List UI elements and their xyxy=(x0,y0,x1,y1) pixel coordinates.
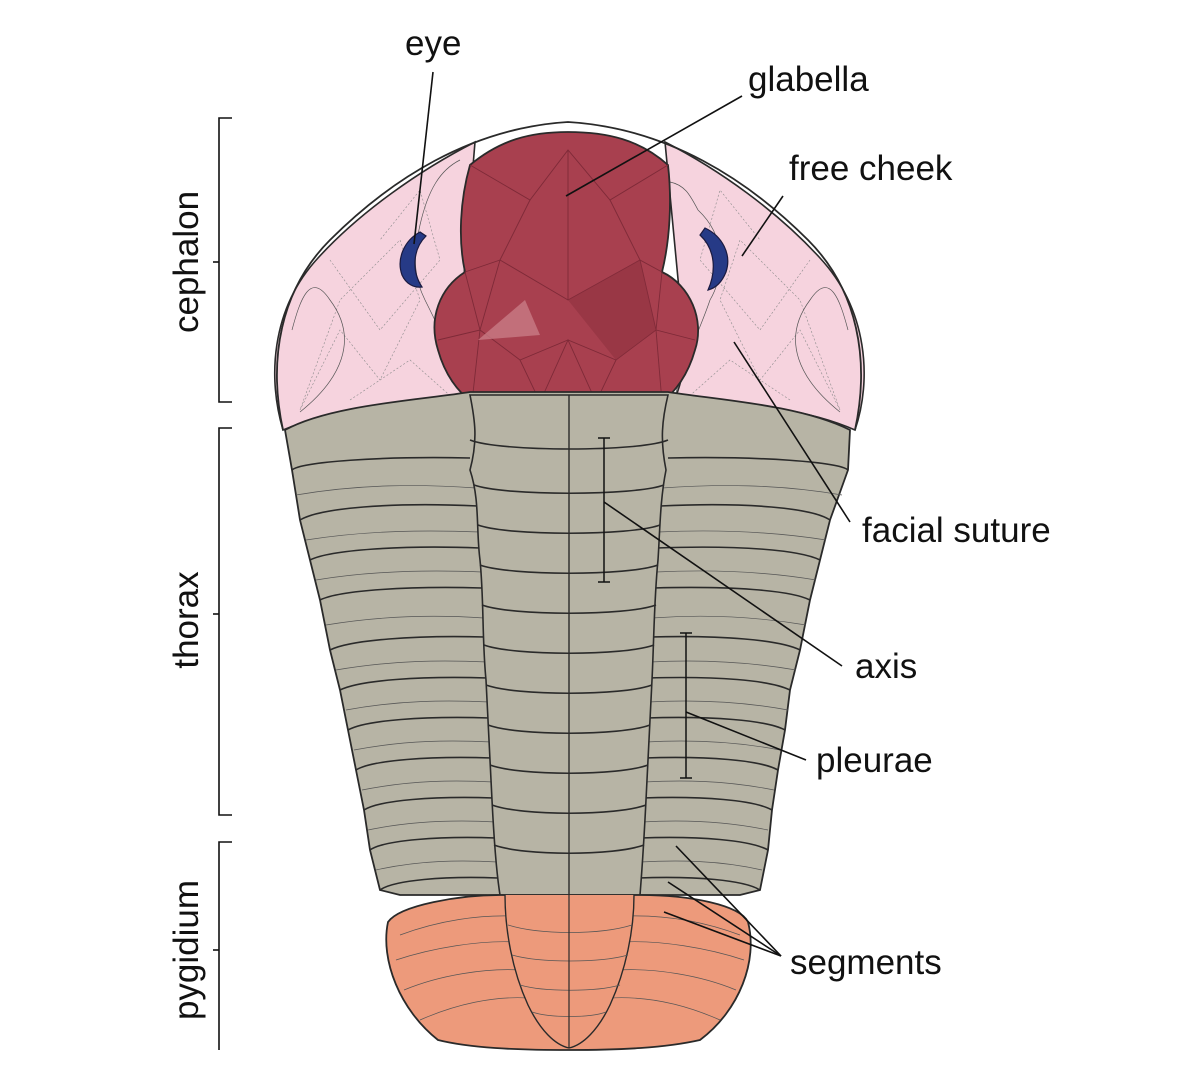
left-eye-icon xyxy=(399,231,427,288)
cephalon-bracket xyxy=(213,117,232,403)
glabella-shadow xyxy=(568,260,656,360)
pleurae-measure-bar xyxy=(680,632,692,779)
leader-lines xyxy=(413,71,851,957)
pleurae-label: pleurae xyxy=(816,741,933,780)
glabella xyxy=(433,131,699,404)
pleurae-leader xyxy=(685,711,807,761)
axis-leader xyxy=(603,501,843,667)
cephalon-label: cephalon xyxy=(167,191,206,333)
pleural-furrows xyxy=(295,485,843,871)
pygidium-axial-rings xyxy=(507,924,633,1017)
pygidium-label: pygidium xyxy=(167,880,206,1020)
eye-leader xyxy=(413,71,434,245)
facial-suture-leader xyxy=(733,341,851,523)
free-cheek-left xyxy=(273,140,476,432)
cephalon-shield xyxy=(273,121,865,432)
pygidium xyxy=(385,894,752,1051)
facial-suture-label: facial suture xyxy=(862,511,1051,550)
segments-leader-2 xyxy=(667,881,782,957)
thorax-label: thorax xyxy=(167,571,206,669)
cheek-mesh xyxy=(299,189,841,411)
cephalon-border xyxy=(276,121,862,431)
axis-label: axis xyxy=(855,647,917,686)
eye-label: eye xyxy=(405,24,461,63)
free-cheek-label: free cheek xyxy=(789,149,953,188)
free-cheek-leader xyxy=(741,195,784,257)
thorax xyxy=(284,391,851,896)
pygidium-ribs xyxy=(395,915,745,1021)
segments-label: segments xyxy=(790,943,942,982)
thorax-bracket xyxy=(213,427,232,816)
segments-leader-1 xyxy=(675,845,782,957)
glabella-label: glabella xyxy=(748,60,869,99)
glabella-leader xyxy=(565,95,743,197)
glabella-highlight xyxy=(478,300,540,340)
axis-measure-bar xyxy=(598,437,610,583)
pygidium-bracket xyxy=(213,841,232,1050)
segments-leader-3 xyxy=(663,911,782,957)
right-eye-icon xyxy=(699,227,729,291)
